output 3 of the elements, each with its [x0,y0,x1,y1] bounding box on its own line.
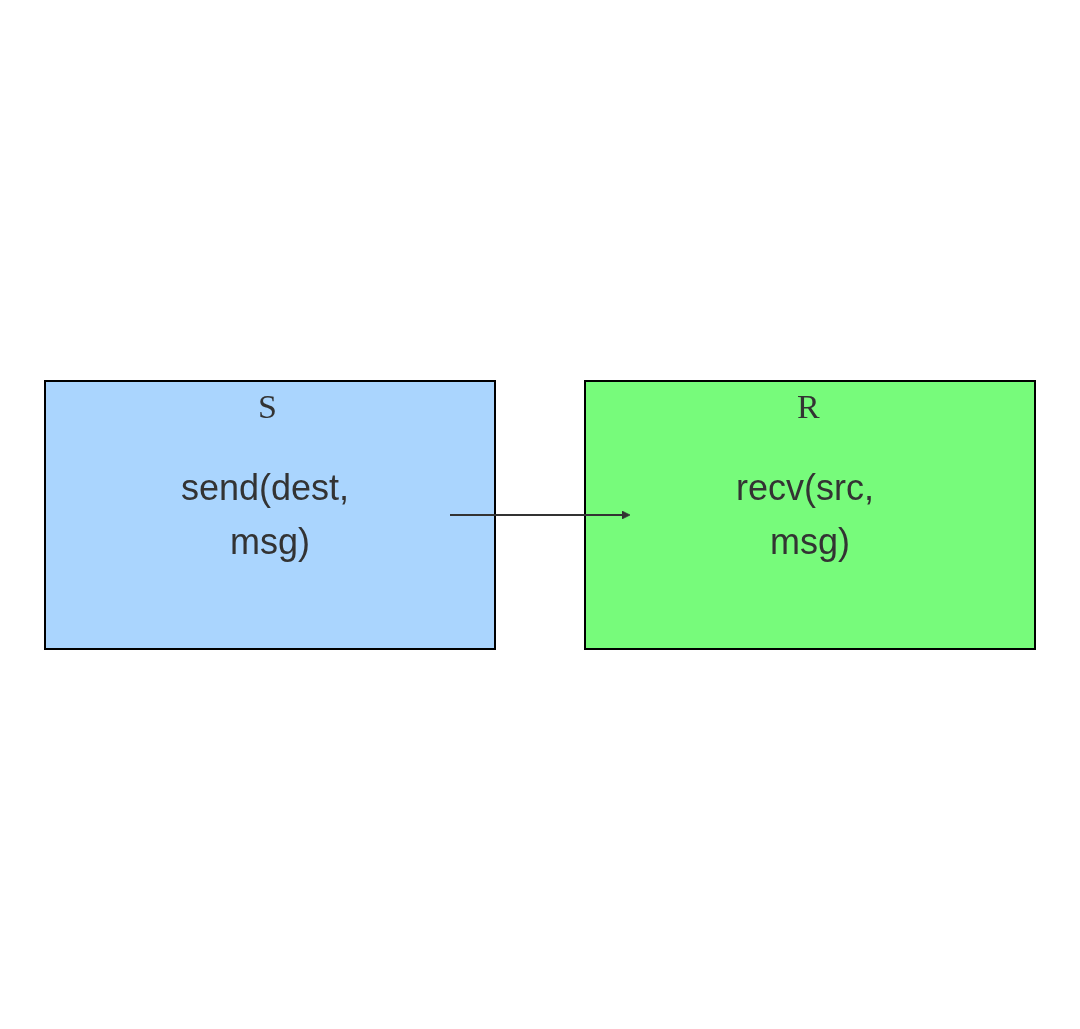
arrow [449,510,631,519]
node-text: send(dest, msg) [180,466,350,562]
node-text: recv(src, msg) [736,466,874,562]
